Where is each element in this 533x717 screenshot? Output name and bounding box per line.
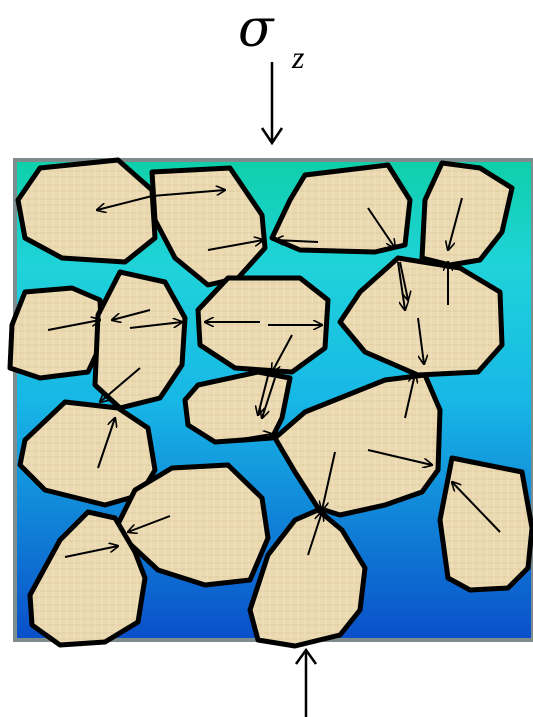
top-load-arrow [262, 62, 282, 143]
grain [10, 288, 102, 378]
grain [440, 458, 532, 590]
stress-subscript: z [291, 39, 305, 75]
stress-symbol: σ [238, 0, 275, 59]
grain [18, 160, 155, 262]
bottom-load-arrow [296, 650, 316, 717]
